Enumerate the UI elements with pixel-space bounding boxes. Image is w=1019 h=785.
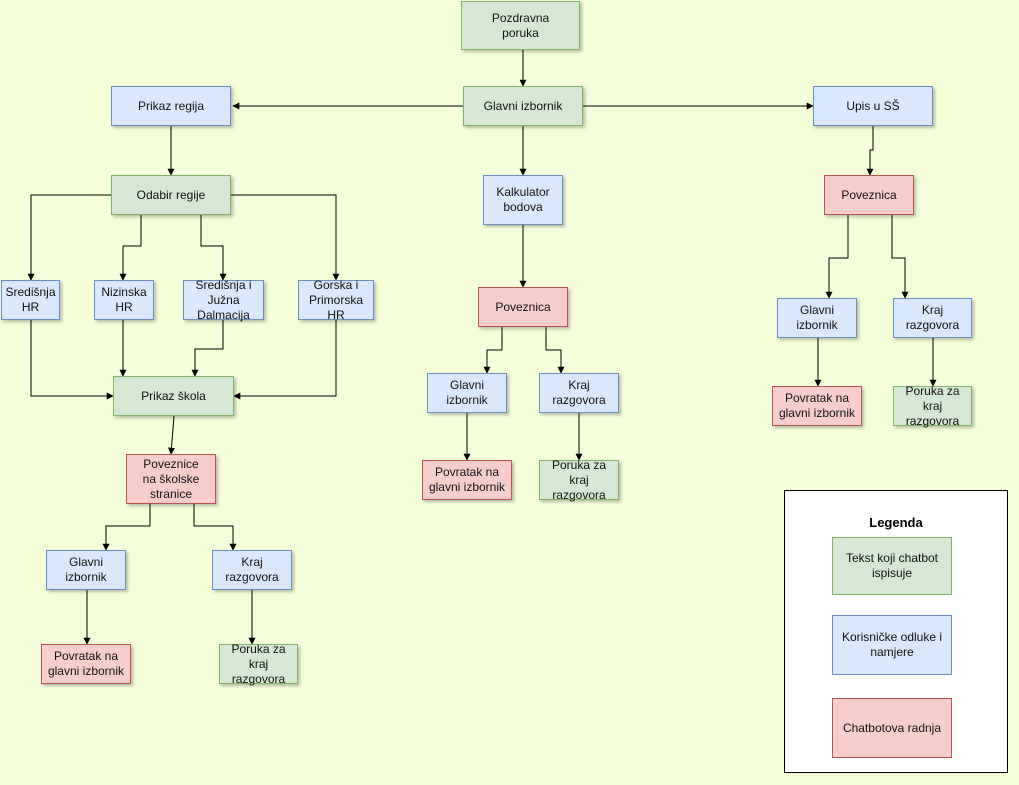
node-poveznica-upis: Poveznica [824, 175, 914, 215]
edge-odabir-nizinska [119, 215, 142, 281]
legend-item-chatbot-text: Tekst koji chatbot ispisuje [832, 537, 952, 595]
node-odabir-regije: Odabir regije [111, 175, 231, 215]
node-sredisnja-juzna-dalmacija: Središnja i Južna Dalmacija [183, 278, 264, 322]
node-sredisnja-hr: Središnja HR [1, 280, 60, 320]
node-poveznica-kalkulator: Poveznica [478, 287, 568, 327]
node-povratak-skole: Povratak na glavni izbornik [41, 644, 131, 684]
legend-title: Legenda [869, 515, 923, 530]
edge-sredisnja-prikaz-skola [30, 320, 114, 400]
node-povratak-kalkulator: Povratak na glavni izbornik [422, 460, 512, 500]
edge-odabir-juzna [200, 215, 227, 281]
node-poruka-kraj-upis: Poruka za kraj razgovora [893, 384, 972, 428]
edge-gorska-prikaz-skola [233, 320, 337, 400]
edge-poveznica-upis-kraj [891, 215, 909, 299]
legend-item-chatbot-action: Chatbotova radnja [832, 698, 952, 758]
node-glavni-izbornik-kalkulator: Glavni izbornik [427, 373, 507, 413]
node-kraj-razgovora-upis: Kraj razgovora [893, 298, 972, 338]
node-prikaz-skola: Prikaz škola [113, 376, 234, 416]
edge-odabir-sredisnja [27, 194, 111, 281]
edge-poveznica-upis-glavni [825, 215, 849, 299]
node-gorska-primorska-hr: Gorska i Primorska HR [298, 278, 374, 322]
node-povratak-upis: Povratak na glavni izbornik [772, 386, 862, 426]
edge-upis-poveznica [866, 126, 874, 176]
node-kraj-razgovora-kalkulator: Kraj razgovora [539, 373, 619, 413]
node-poveznice-skolske-stranice: Poveznice na školske stranice [126, 454, 216, 504]
node-kalkulator-bodova: Kalkulator bodova [483, 175, 563, 225]
edge-poveznica-kalk-kraj [545, 327, 565, 374]
edge-poveznice-glavni [102, 504, 151, 551]
edge-poveznice-kraj [193, 504, 237, 551]
edge-prikaz-skola-poveznice [168, 415, 175, 455]
edge-odabir-gorska [231, 194, 340, 281]
node-glavni-izbornik: Glavni izbornik [463, 86, 583, 126]
edge-poveznica-kalk-glavni [483, 327, 503, 374]
legend-item-user-decisions: Korisničke odluke i namjere [832, 615, 952, 675]
node-glavni-izbornik-skole: Glavni izbornik [46, 550, 126, 590]
node-upis-u-ss: Upis u SŠ [813, 86, 933, 126]
node-poruka-kraj-skole: Poruka za kraj razgovora [219, 642, 298, 686]
node-pozdravna-poruka: Pozdravna poruka [461, 1, 580, 50]
node-kraj-razgovora-skole: Kraj razgovora [212, 550, 292, 590]
node-poruka-kraj-kalkulator: Poruka za kraj razgovora [539, 458, 619, 502]
edge-juzna-prikaz-skola [191, 320, 224, 377]
node-glavni-izbornik-upis: Glavni izbornik [777, 298, 857, 338]
node-prikaz-regija: Prikaz regija [111, 86, 231, 126]
node-nizinska-hr: Nizinska HR [94, 280, 154, 320]
